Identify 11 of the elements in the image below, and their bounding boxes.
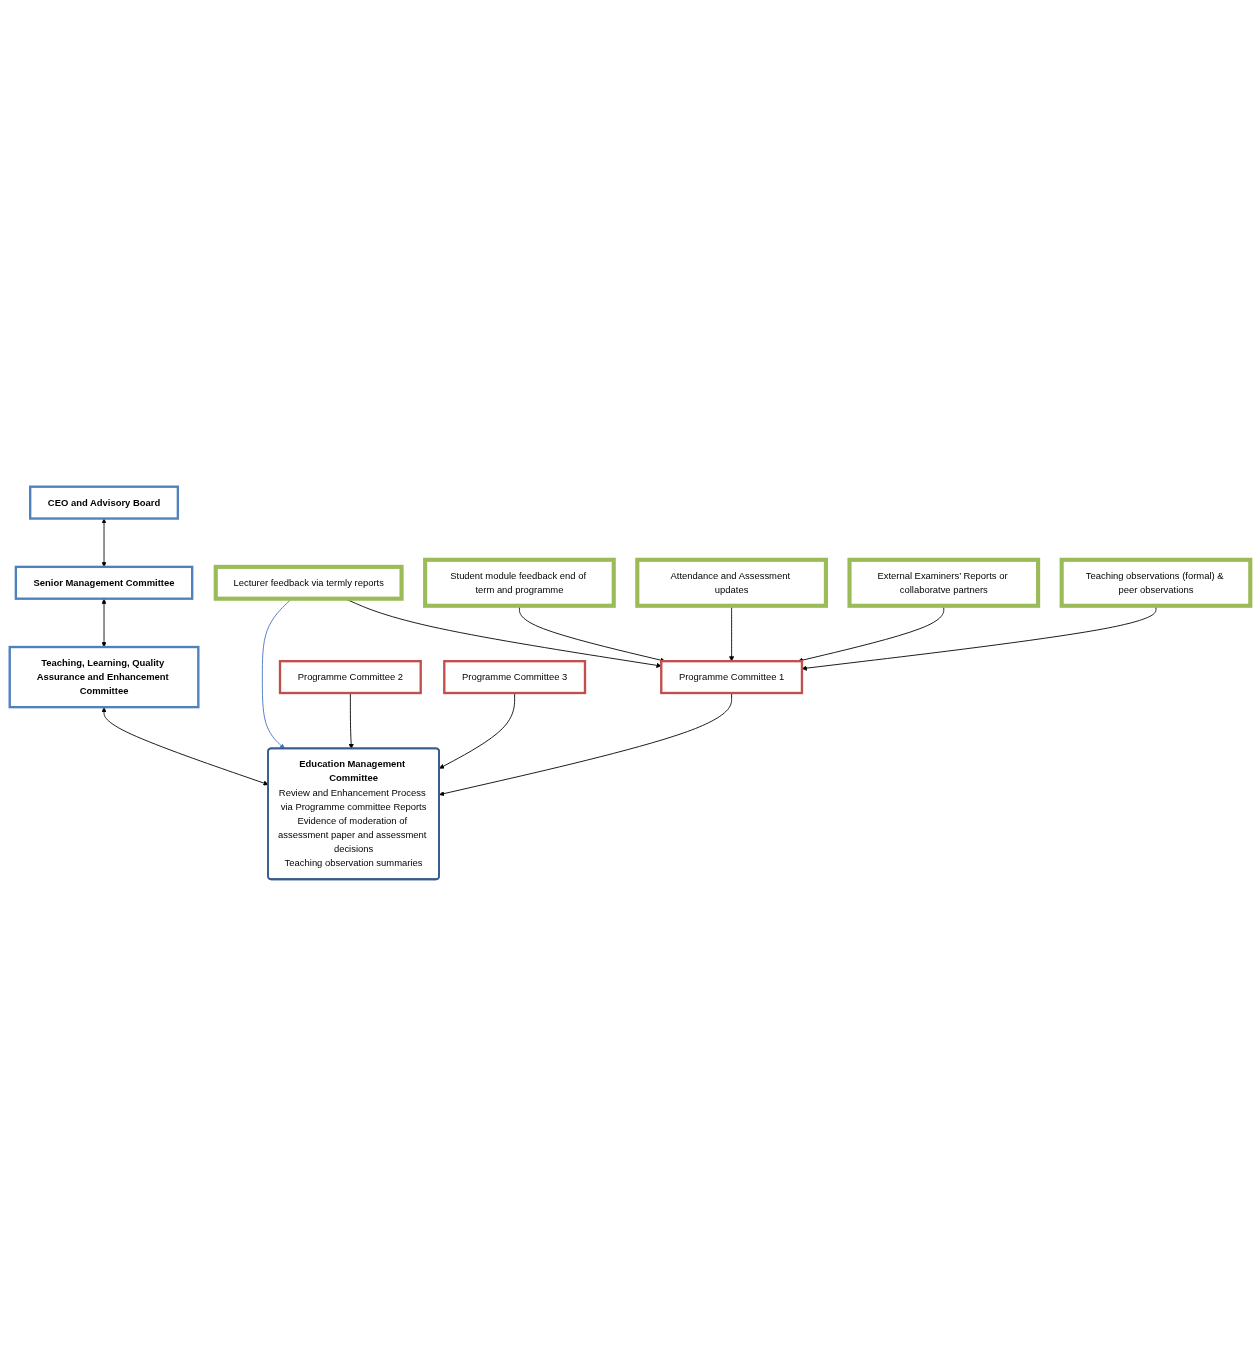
node-box: External Examiners’ Reports or collaboratve partners xyxy=(847,557,1041,608)
node-box: Senior Management Committee xyxy=(14,565,194,600)
node-box: Teaching observations (formal) & peer observations xyxy=(1059,557,1253,608)
node-box: Attendance and Assessment updates xyxy=(635,557,828,608)
node-box: Student module feedback end of term and programme xyxy=(423,557,616,608)
node-box: Programme Committee 2 xyxy=(278,660,422,695)
node-box: Teaching, Learning, Quality Assurance and Enhancement Committee xyxy=(8,645,200,709)
node-box: Programme Committee 1 xyxy=(660,660,804,695)
node-box: CEO and Advisory Board xyxy=(29,485,180,520)
node-box: Programme Committee 3 xyxy=(443,660,587,695)
node-box: Lecturer feedback via termly reports xyxy=(213,564,404,601)
